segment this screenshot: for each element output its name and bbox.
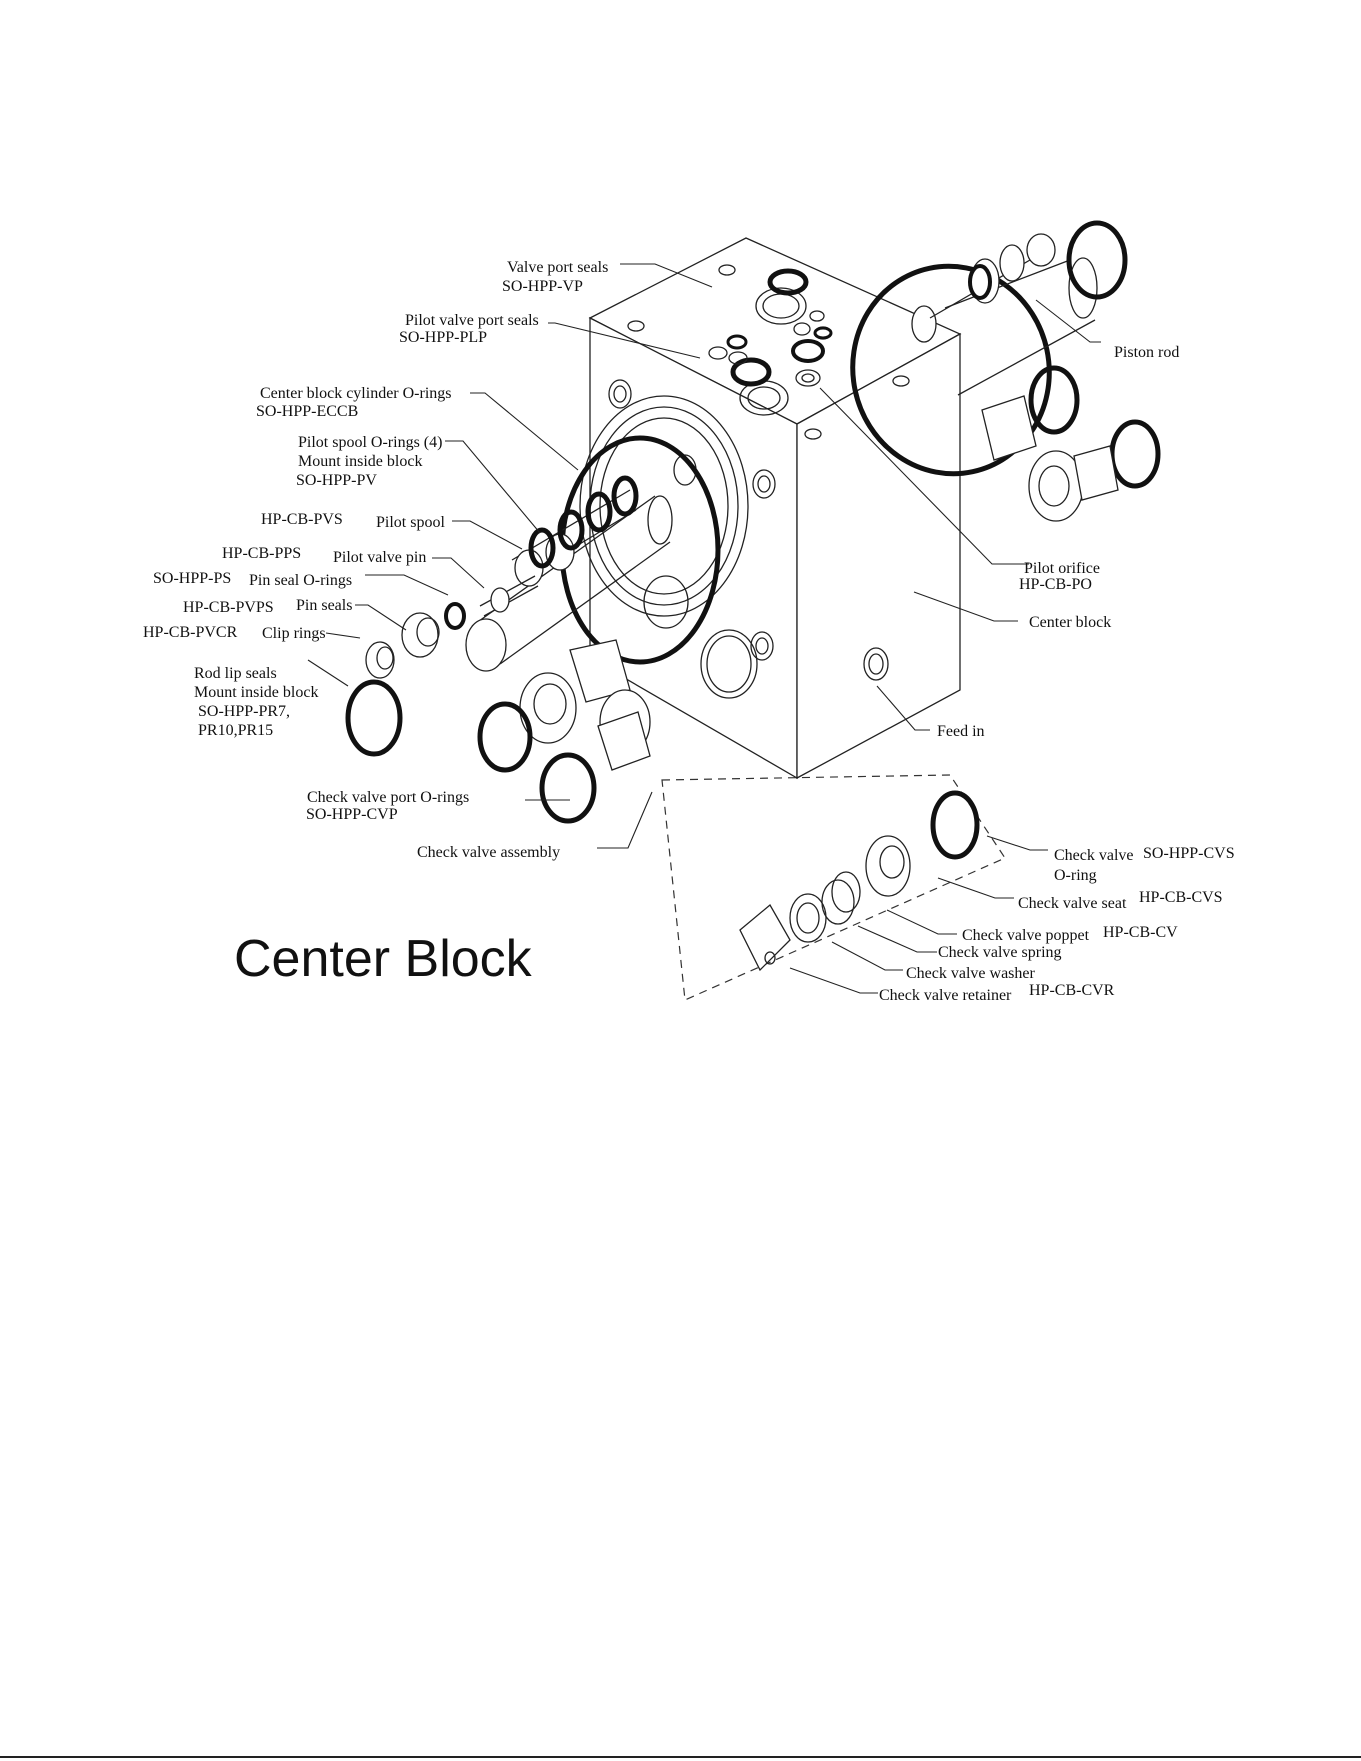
label-mount-inside-block-1: Mount inside block — [298, 453, 422, 470]
label-valve-port-seals: Valve port seals — [507, 259, 608, 276]
label-hp-cb-pvps: HP-CB-PVPS — [183, 599, 274, 616]
labels: Valve port seals SO-HPP-VP Pilot valve p… — [143, 259, 1235, 1004]
label-hp-cb-po: HP-CB-PO — [1019, 576, 1092, 593]
label-check-valve-port-orings: Check valve port O-rings — [307, 789, 469, 806]
label-hp-cb-pvs: HP-CB-PVS — [261, 511, 343, 528]
label-so-hpp-pv: SO-HPP-PV — [296, 472, 377, 489]
label-pr10-pr15: PR10,PR15 — [198, 722, 273, 739]
label-pilot-valve-port-seals: Pilot valve port seals — [405, 312, 539, 329]
label-pilot-orifice: Pilot orifice — [1024, 560, 1100, 577]
label-mount-inside-block-2: Mount inside block — [194, 684, 318, 701]
label-so-hpp-pr7: SO-HPP-PR7, — [198, 703, 290, 720]
label-check-valve-retainer: Check valve retainer — [879, 987, 1012, 1004]
label-check-valve-seat: Check valve seat — [1018, 895, 1127, 912]
label-pilot-spool: Pilot spool — [376, 514, 445, 531]
label-hp-cb-cvs: HP-CB-CVS — [1139, 889, 1223, 906]
label-o-ring: O-ring — [1054, 867, 1097, 884]
check-valve-front — [477, 639, 651, 824]
label-check-valve-washer: Check valve washer — [906, 965, 1036, 982]
label-clip-rings: Clip rings — [262, 625, 326, 642]
bottom-rule — [0, 1756, 1361, 1758]
label-hp-cb-pvcr: HP-CB-PVCR — [143, 624, 238, 641]
rear-cylinder-assembly — [850, 220, 1161, 522]
label-so-hpp-plp: SO-HPP-PLP — [399, 329, 487, 346]
label-check-valve-assembly: Check valve assembly — [417, 844, 560, 861]
label-so-hpp-cvs: SO-HPP-CVS — [1143, 845, 1235, 862]
label-feed-in: Feed in — [937, 723, 985, 740]
label-so-hpp-cvp: SO-HPP-CVP — [306, 806, 398, 823]
label-pin-seals: Pin seals — [296, 597, 352, 614]
label-center-block-cylinder-orings: Center block cylinder O-rings — [260, 385, 452, 402]
label-so-hpp-vp: SO-HPP-VP — [502, 278, 583, 295]
label-pilot-valve-pin: Pilot valve pin — [333, 549, 426, 566]
label-pin-seal-orings: Pin seal O-rings — [249, 572, 352, 589]
pilot-spool-assembly — [345, 475, 673, 757]
page-title: Center Block — [234, 930, 533, 988]
label-hp-cb-cvr: HP-CB-CVR — [1029, 982, 1115, 999]
label-piston-rod: Piston rod — [1114, 344, 1179, 361]
label-check-valve-poppet: Check valve poppet — [962, 927, 1090, 944]
label-check-valve: Check valve — [1054, 847, 1134, 864]
label-so-hpp-eccb: SO-HPP-ECCB — [256, 403, 358, 420]
leader-lines — [307, 263, 1101, 994]
label-hp-cb-cv: HP-CB-CV — [1103, 924, 1178, 941]
label-pilot-spool-orings: Pilot spool O-rings (4) — [298, 434, 442, 451]
check-valve-exploded — [739, 790, 980, 972]
label-check-valve-spring: Check valve spring — [938, 944, 1062, 961]
label-center-block: Center block — [1029, 614, 1111, 631]
label-so-hpp-ps: SO-HPP-PS — [153, 570, 231, 587]
label-rod-lip-seals: Rod lip seals — [194, 665, 277, 682]
label-hp-cb-pps: HP-CB-PPS — [222, 545, 301, 562]
